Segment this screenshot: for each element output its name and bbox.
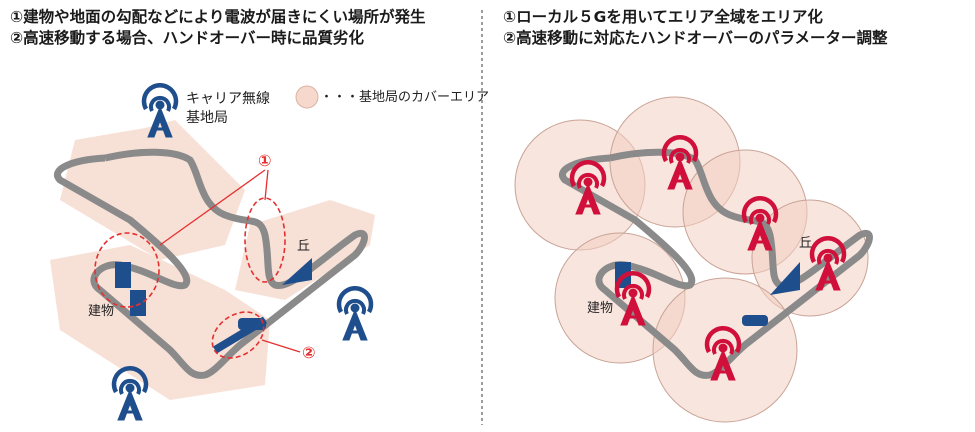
building-label-right: 建物 <box>587 301 614 316</box>
hill-label-right: 丘 <box>799 236 813 251</box>
problem-1: ①建物や地面の勾配などにより電波が届きにくい場所が発生 <box>10 8 426 26</box>
hill-icon <box>770 262 800 295</box>
marker-2: ② <box>302 343 316 362</box>
car-icon <box>238 318 266 330</box>
solution-1: ①ローカル５Gを用いてエリア全域をエリア化 <box>503 8 823 26</box>
legend-coverage-icon <box>295 85 319 109</box>
legend-label: ・・・基地局のカバーエリア <box>320 90 490 105</box>
hill-label: 丘 <box>297 239 311 254</box>
carrier-coverage-areas <box>50 120 375 400</box>
carrier-station-label-2: 基地局 <box>186 110 228 126</box>
problem-callouts <box>94 197 286 359</box>
carrier-station-label-1: キャリア無線 <box>186 91 270 107</box>
marker-1: ① <box>258 151 272 170</box>
tower-icon <box>114 368 146 420</box>
tower-icon <box>339 288 371 340</box>
hill-icon <box>282 258 312 285</box>
problem-2: ②高速移動する場合、ハンドオーバー時に品質劣化 <box>10 29 364 47</box>
building-label: 建物 <box>88 304 115 319</box>
solution-2: ②高速移動に対応たハンドオーバーのパラメーター調整 <box>503 29 888 47</box>
building-icon <box>115 262 146 316</box>
callout-lines <box>159 169 301 353</box>
car-icon <box>742 315 768 326</box>
